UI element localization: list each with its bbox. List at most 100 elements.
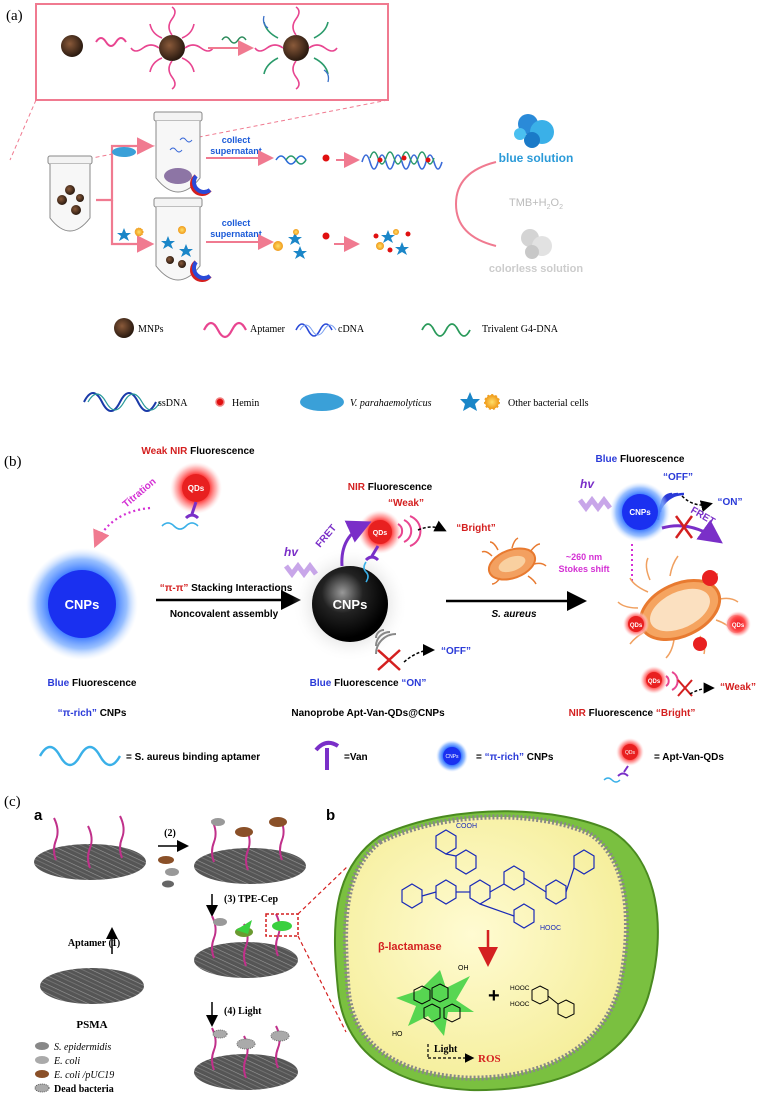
bright-quote: “Bright” — [456, 523, 495, 534]
tube-upper — [153, 111, 212, 196]
cleaved-fragment — [531, 985, 575, 1019]
panel-b: (b) Weak NIR Fluorescence QDs Titration … — [4, 446, 756, 783]
released-cells — [273, 229, 330, 259]
panel-a: (a) — [6, 3, 589, 412]
zoom-box — [265, 913, 299, 937]
cells-with-hemin — [373, 229, 411, 255]
reagent-label: TMB+H2O2 — [509, 197, 563, 211]
nir-bright-right: NIR Fluorescence “Bright” — [569, 708, 696, 719]
tpe-oh-product — [396, 970, 474, 1036]
legend-cnps-mini: CNPs — [445, 754, 459, 760]
mesh-tpe-middle — [194, 913, 298, 978]
legend-hemin-icon — [215, 397, 225, 407]
aptamer-strand-icon — [95, 37, 127, 47]
legend-cdna-icon — [295, 323, 333, 337]
hooc-label-3: HOOC — [510, 1001, 530, 1008]
g4-complex — [361, 151, 443, 170]
legend-other: Other bacterial cells — [508, 398, 589, 409]
colorless-solution-label: colorless solution — [489, 263, 583, 275]
qd-right-1: QDs — [630, 623, 643, 629]
qd-right-3: QDs — [648, 679, 661, 685]
legend-ecoli-icon — [35, 1056, 49, 1064]
legend-vp: V. parahaemolyticus — [350, 398, 432, 409]
on-quote-right: “ON” — [718, 497, 743, 508]
tube-left — [47, 155, 93, 232]
weak-quote-right: “Weak” — [720, 682, 756, 693]
step3-label: (3) TPE-Cep — [224, 894, 278, 905]
panel-c: (c) a b (2) Aptamer (1) PSMA — [4, 794, 659, 1095]
mnp-with-aptamers — [130, 6, 214, 90]
legend-ecoli-p: E. coli /pUC19 — [53, 1070, 114, 1081]
collect-label-1: collect — [222, 135, 251, 145]
mesh-bacteria-topright — [194, 817, 306, 884]
legend-qds-mini: QDs — [625, 750, 636, 756]
panel-b-label: (b) — [4, 454, 22, 470]
blue-fluor-on: Blue Fluorescence “ON” — [310, 678, 427, 689]
legend-aptamer-b: = S. aureus binding aptamer — [126, 752, 260, 763]
hooc-label-1: HOOC — [540, 925, 561, 932]
legend-aptamer-icon — [203, 321, 247, 339]
light-label: Light — [434, 1044, 458, 1055]
nir-fluor-title: NIR Fluorescence — [348, 482, 433, 493]
legend-ssdna: ssDNA — [158, 398, 188, 409]
stokes-line1: ~260 nm — [566, 552, 602, 562]
legend-hemin: Hemin — [232, 398, 259, 409]
legend-ecoli: E. coli — [53, 1056, 80, 1067]
hemin-dot — [322, 154, 330, 162]
fret-right: FRET — [689, 505, 717, 528]
psma-mesh — [40, 968, 144, 1004]
weak-nir-title: Weak NIR Fluorescence — [141, 446, 255, 457]
legend-g4-icon — [421, 323, 471, 337]
qd-right-2: QDs — [732, 623, 745, 629]
legend-ssdna-icon — [83, 392, 157, 412]
pi-rich-cnps-left: “π-rich” CNPs — [58, 708, 127, 719]
weak-quote: “Weak” — [388, 498, 424, 509]
blue-fluor-left: Blue Fluorescence — [48, 678, 137, 689]
s-aureus-label: S. aureus — [491, 609, 536, 620]
legend-cdna: cDNA — [338, 324, 365, 335]
mesh-dead-bottom — [194, 1025, 298, 1090]
mesh-aptamer-topleft — [34, 815, 146, 880]
panel-a-label: (a) — [6, 8, 23, 24]
inset-box — [35, 3, 389, 101]
tube-lower — [153, 197, 212, 282]
mnp-bare — [61, 35, 83, 57]
legend-star-icon — [460, 392, 480, 411]
oh-label: OH — [458, 965, 469, 972]
nanoprobe-label: Nanoprobe Apt-Van-QDs@CNPs — [291, 708, 445, 719]
qd-middle-label: QDs — [373, 530, 388, 537]
qd-weak-label: QDs — [188, 484, 205, 493]
blue-fluor-right: Blue Fluorescence — [596, 454, 685, 465]
nanoprobe-sphere — [312, 566, 388, 642]
fret-middle: FRET — [314, 523, 339, 550]
legend-g4: Trivalent G4-DNA — [482, 324, 559, 335]
step4-label: (4) Light — [224, 1006, 262, 1017]
supernatant-label-1: supernatant — [210, 146, 262, 156]
legend-cnps-b: = “π-rich” CNPs — [476, 752, 554, 763]
stokes-line2: Stokes shift — [558, 564, 609, 574]
panel-c-label: (c) — [4, 794, 21, 810]
legend-qds-b: = Apt-Van-QDs — [654, 752, 724, 763]
sub-label-a: a — [34, 807, 43, 824]
legend-dead: Dead bacteria — [54, 1084, 114, 1095]
s-aureus-cell — [481, 537, 547, 585]
blue-solution-blob — [514, 114, 554, 148]
nanoprobe-cnps-label: CNPs — [333, 597, 368, 612]
mnp-with-g4 — [254, 6, 338, 90]
star-icon — [117, 228, 131, 241]
legend-sun-icon — [484, 394, 500, 410]
off-quote-middle: “OFF” — [441, 646, 471, 657]
legend-sepi-icon — [35, 1042, 49, 1050]
hv-middle: hv — [284, 545, 299, 559]
legend-ecoli-p-icon — [35, 1070, 49, 1078]
tpe-cep-molecule — [401, 829, 595, 929]
legend-aptamer-b-icon — [38, 745, 122, 767]
vp-cell-icon — [112, 147, 136, 157]
cnps-blue-label: CNPs — [65, 597, 100, 612]
legend-vp-icon — [300, 393, 344, 411]
collect-label-2: collect — [222, 218, 251, 228]
plus-sign: + — [488, 985, 500, 1007]
legend-van: =Van — [344, 752, 368, 763]
beta-lactamase: β-lactamase — [378, 941, 442, 953]
